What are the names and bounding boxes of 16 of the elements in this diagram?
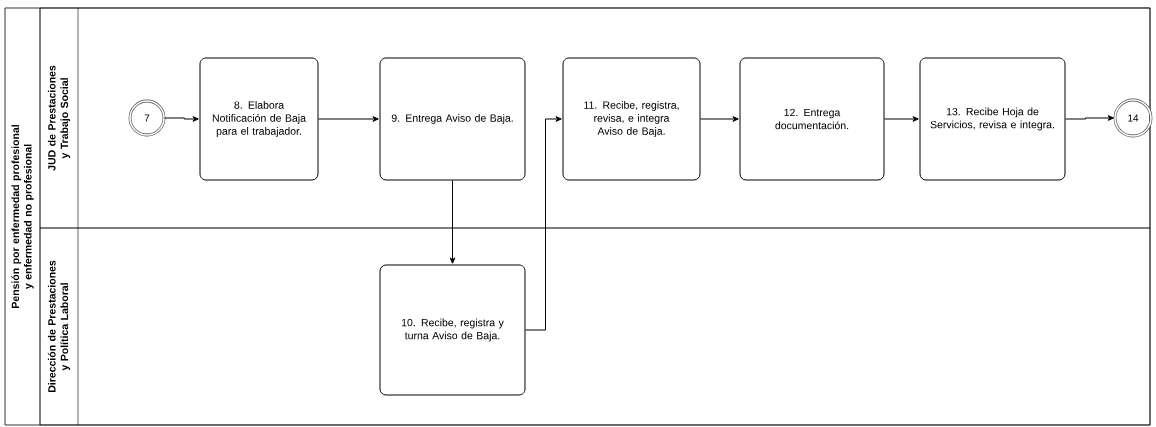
pool-title: Pensión por enfermedad profesional y enfermedad no profesional bbox=[11, 125, 34, 308]
task-box: 13. Recibe Hoja de Servicios, revisa e integra. bbox=[919, 57, 1066, 181]
arrow bbox=[525, 116, 562, 331]
task-box: 8. Elabora Notificación de Baja para el trabajador. bbox=[199, 57, 319, 181]
lane-title: Dirección de Prestaciones y Política Laboral bbox=[47, 260, 71, 392]
arrow bbox=[163, 116, 199, 122]
task-box: 9. Entrega Aviso de Baja. bbox=[379, 57, 526, 181]
task-box: 12. Entrega documentación. bbox=[739, 57, 885, 181]
arrow bbox=[318, 116, 379, 122]
arrow bbox=[884, 116, 919, 122]
arrow bbox=[449, 180, 456, 264]
arrow bbox=[700, 116, 739, 122]
task-box: 10. Recibe, registra y turna Aviso de Baja. bbox=[379, 264, 526, 396]
task-box: 11. Recibe, registra, revisa, e integra Aviso de Baja. bbox=[562, 57, 701, 181]
lane-title: JUD de Prestaciones y Trabajo Social bbox=[47, 65, 71, 171]
arrow bbox=[1065, 115, 1114, 121]
